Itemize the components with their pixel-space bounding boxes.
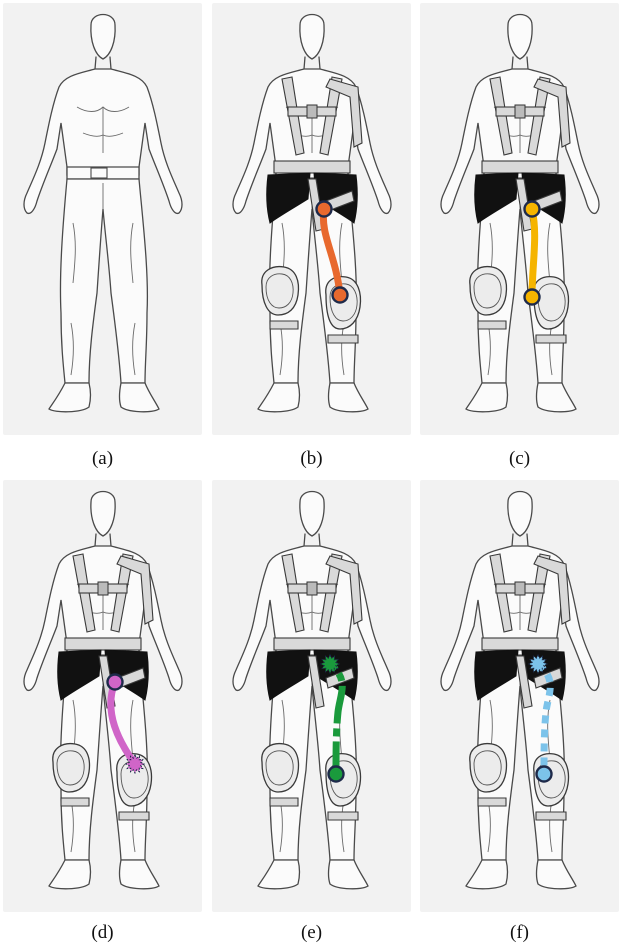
- figure-a: [3, 3, 202, 435]
- right-calf-strap: [328, 335, 358, 343]
- chest-buckle: [307, 582, 317, 595]
- waist-belt: [274, 638, 350, 650]
- caption-b: (b): [212, 448, 411, 470]
- right-calf-strap: [119, 812, 149, 820]
- figure-f: [420, 480, 619, 912]
- mannequin: [24, 492, 182, 889]
- mannequin: [24, 15, 182, 412]
- head: [91, 492, 115, 537]
- caption-a: (a): [3, 448, 202, 470]
- left-foot: [258, 860, 300, 889]
- cable: [532, 209, 535, 297]
- caption-e: (e): [212, 922, 411, 944]
- left-calf-strap: [478, 798, 506, 806]
- bottom-anchor: [525, 290, 540, 305]
- caption-d: (d): [3, 922, 202, 944]
- head: [300, 492, 324, 537]
- left-calf-strap: [270, 321, 298, 329]
- panel-c: [420, 3, 619, 435]
- left-calf-strap: [270, 798, 298, 806]
- right-calf-strap: [536, 335, 566, 343]
- left-calf-strap: [61, 798, 89, 806]
- chest-buckle: [515, 582, 525, 595]
- left-foot: [466, 383, 508, 412]
- panel-a: [3, 3, 202, 435]
- belt: [67, 167, 139, 179]
- left-calf-strap: [478, 321, 506, 329]
- panel-d: [3, 480, 202, 912]
- figure-b: [212, 3, 411, 435]
- mannequin: [233, 15, 391, 412]
- right-foot: [537, 383, 577, 412]
- right-calf-strap: [328, 812, 358, 820]
- head: [91, 15, 115, 60]
- right-foot: [329, 860, 369, 889]
- left-foot: [466, 860, 508, 889]
- top-anchor: [525, 202, 540, 217]
- bottom-anchor: [329, 767, 344, 782]
- head: [508, 15, 532, 60]
- chest-buckle: [98, 582, 108, 595]
- figure-d: [3, 480, 202, 912]
- top-anchor: [317, 202, 332, 217]
- left-foot: [258, 383, 300, 412]
- mannequin: [441, 15, 599, 412]
- waist-belt: [482, 638, 558, 650]
- left-foot: [49, 860, 91, 889]
- waist-belt: [482, 161, 558, 173]
- right-foot: [120, 383, 160, 412]
- panel-f: [420, 480, 619, 912]
- panel-b: [212, 3, 411, 435]
- right-calf-strap: [536, 812, 566, 820]
- bottom-anchor: [333, 288, 348, 303]
- figure-e: [212, 480, 411, 912]
- bottom-anchor: [537, 767, 552, 782]
- top-anchor: [108, 675, 123, 690]
- mannequin: [233, 492, 391, 889]
- right-foot: [120, 860, 160, 889]
- mannequin: [441, 492, 599, 889]
- right-foot: [537, 860, 577, 889]
- waist-belt: [65, 638, 141, 650]
- right-foot: [329, 383, 369, 412]
- waist-belt: [274, 161, 350, 173]
- chest-buckle: [307, 105, 317, 118]
- caption-f: (f): [420, 922, 619, 944]
- caption-c: (c): [420, 448, 619, 470]
- panel-e: [212, 480, 411, 912]
- head: [508, 492, 532, 537]
- head: [300, 15, 324, 60]
- chest-buckle: [515, 105, 525, 118]
- left-foot: [49, 383, 91, 412]
- figure-c: [420, 3, 619, 435]
